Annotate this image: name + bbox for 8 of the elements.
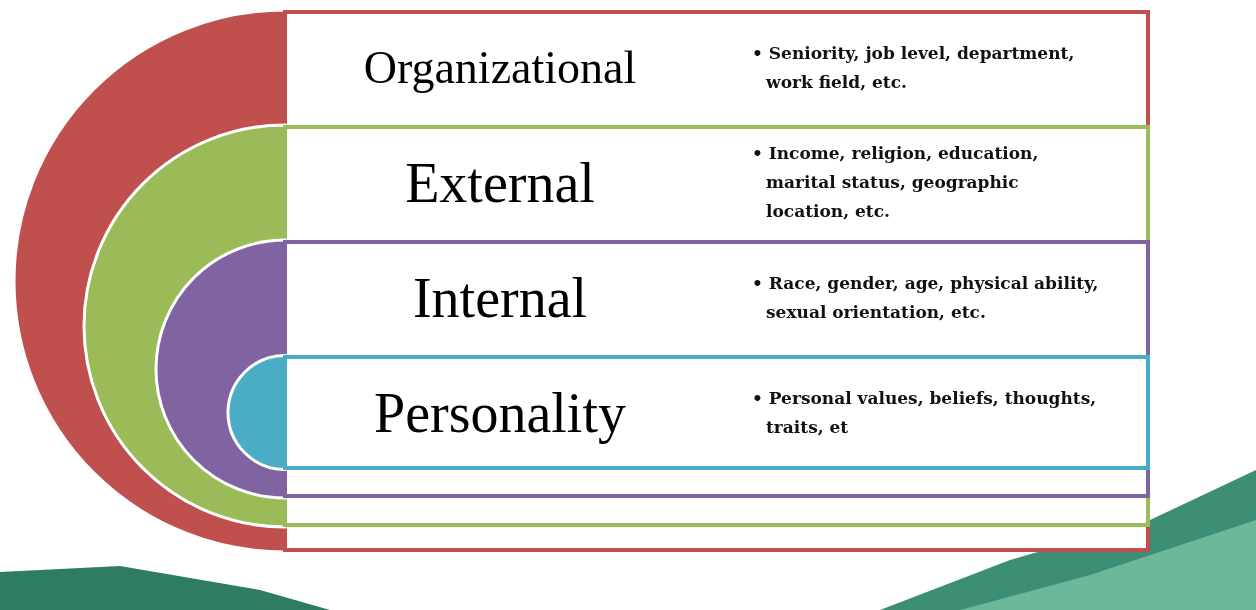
category-heading: External [404,150,596,216]
bullet-text: • Race, gender, age, physical ability, sexual orientation, etc. [752,271,1100,324]
bullet-text: • Seniority, job level, department, work field, etc. [752,41,1076,94]
bullet-text: • Income, religion, education, marital status, geographic location, etc. [752,142,1040,223]
category-heading: Internal [411,265,589,331]
category-heading: Organizational [362,41,638,95]
category-heading: Personality [373,380,627,446]
bullet-text: • Personal values, beliefs, thoughts, traits, et [752,386,1098,439]
